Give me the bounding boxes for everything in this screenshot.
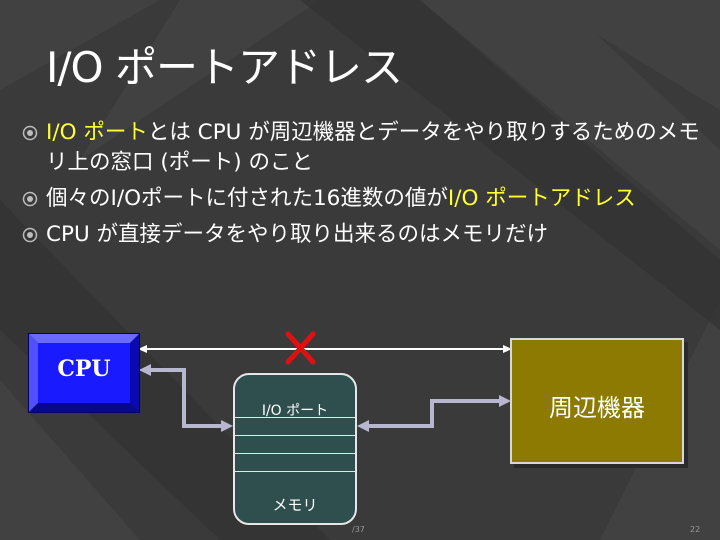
- cpu-label: CPU: [57, 356, 111, 382]
- peripheral-box: [510, 338, 684, 464]
- highlight-text: I/O ポート: [46, 120, 148, 145]
- circle-bullet-icon: [22, 191, 38, 207]
- memory-divider: [235, 435, 355, 436]
- bullet-text: とは CPU が周辺機器とデータをやり取りするためのメモリ上の窓口 (ポート) …: [46, 120, 700, 175]
- bullet-item: CPU が直接データをやり取り出来るのはメモリだけ: [20, 220, 710, 250]
- bullet-item: 個々のI/Oポートに付された16進数の値がI/O ポートアドレス: [20, 184, 710, 214]
- cpu-box: [28, 333, 140, 413]
- memory-peripheral-arrow: [357, 395, 511, 432]
- memory-label: メモリ: [272, 496, 318, 514]
- circle-bullet-icon: [22, 227, 38, 243]
- bullet-text: 個々のI/Oポートに付された16進数の値が: [46, 186, 448, 211]
- slide-title: I/O ポートアドレス: [46, 43, 403, 92]
- peripheral-label: 周辺機器: [549, 394, 645, 422]
- io-port-label: I/O ポート: [261, 403, 329, 419]
- bullet-list: I/O ポートとは CPU が周辺機器とデータをやり取りするためのメモリ上の窓口…: [20, 118, 710, 256]
- cpu-memory-arrow: [139, 364, 233, 432]
- highlight-text: I/O ポートアドレス: [447, 186, 636, 211]
- memory-divider: [235, 417, 355, 418]
- page-number: 22: [690, 525, 701, 534]
- red-x-icon: [285, 331, 316, 365]
- page-total: /37: [352, 525, 365, 534]
- bullet-text: CPU が直接データをやり取り出来るのはメモリだけ: [46, 222, 549, 247]
- bullet-item: I/O ポートとは CPU が周辺機器とデータをやり取りするためのメモリ上の窓口…: [20, 118, 710, 178]
- circle-bullet-icon: [22, 125, 38, 141]
- memory-divider: [235, 471, 355, 472]
- memory-box: [233, 373, 357, 525]
- memory-divider: [235, 453, 355, 454]
